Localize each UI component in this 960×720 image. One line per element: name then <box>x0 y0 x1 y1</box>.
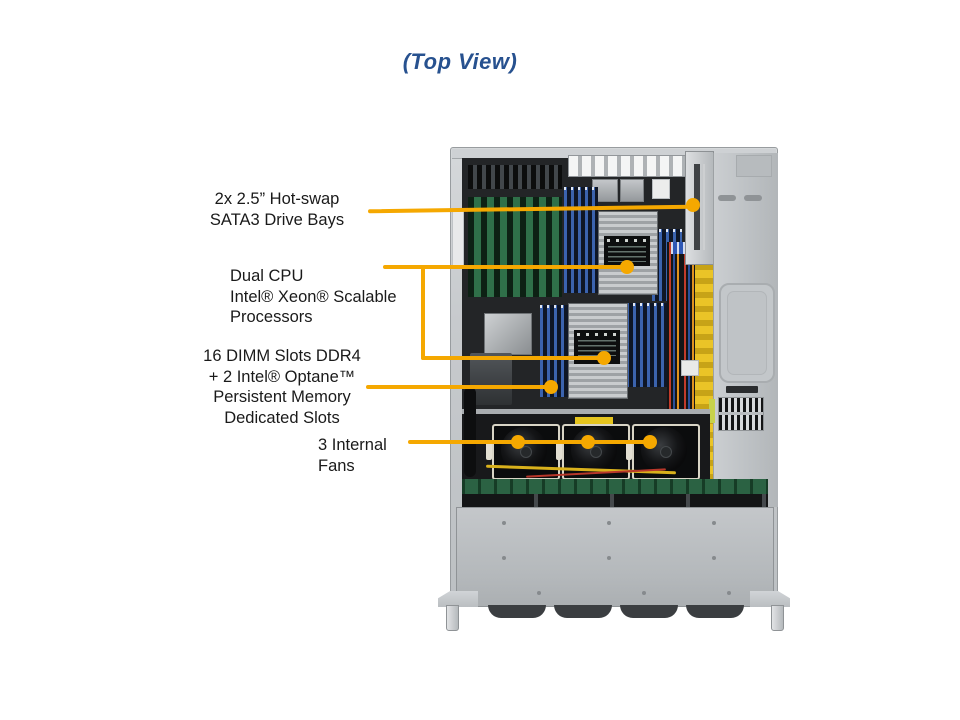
label-line: Intel® Xeon® Scalable <box>230 287 397 306</box>
callout-line-dimm <box>366 385 546 389</box>
label-dual-cpu: Dual CPU Intel® Xeon® Scalable Processor… <box>230 266 420 328</box>
drive-backplane <box>462 479 768 494</box>
psu-badge <box>726 386 758 393</box>
power-plug <box>681 360 699 376</box>
callout-line-cpu1 <box>383 265 623 269</box>
chipset-heatsink <box>484 313 532 355</box>
bay-bump-2 <box>554 605 612 618</box>
panel-recess <box>719 283 775 383</box>
chassis-post-left <box>446 605 459 631</box>
left-cable <box>464 387 476 477</box>
onboard-module <box>470 353 512 405</box>
label-internal-fans: 3 Internal Fans <box>318 435 428 476</box>
label-line: 2x 2.5” Hot-swap <box>214 190 340 208</box>
chassis-post-right <box>771 605 784 631</box>
callout-dot-dimm <box>544 380 558 394</box>
cover-screws <box>502 521 506 525</box>
label-line: 3 Internal <box>318 436 387 454</box>
drive-bay-cover <box>456 507 774 607</box>
fan-handle-3 <box>626 440 632 460</box>
fan-3 <box>632 424 700 479</box>
label-line: 16 DIMM Slots DDR4 <box>203 347 361 365</box>
fan-handle-1 <box>486 440 492 460</box>
callout-line-fans <box>408 440 653 444</box>
fan-handle-2 <box>556 440 562 460</box>
bay-bump-3 <box>620 605 678 618</box>
psu-tag <box>709 399 715 423</box>
bay-bump-4 <box>686 605 744 618</box>
right-side-panel <box>709 153 778 507</box>
psu-vents <box>718 397 764 431</box>
fan-1 <box>492 424 560 479</box>
motherboard <box>466 177 692 409</box>
bay-bump-1 <box>488 605 546 618</box>
rear-io-comb <box>568 155 690 177</box>
callout-branch-cpu <box>421 265 425 360</box>
callout-dot-fan3 <box>643 435 657 449</box>
panel-patch <box>736 155 772 177</box>
fan-bay-sticker <box>575 417 613 425</box>
io-connector <box>652 179 670 199</box>
panel-slot-1 <box>718 195 736 201</box>
callout-dot-cpu2 <box>597 351 611 365</box>
cpu-heatsink-1 <box>598 211 658 295</box>
label-line: Fans <box>318 456 355 475</box>
callout-dot-fan2 <box>581 435 595 449</box>
dimm-bank-1 <box>564 187 598 293</box>
network-port-2 <box>620 179 644 202</box>
chassis-foot-left <box>438 591 478 607</box>
cpu-heatsink-2 <box>568 303 628 399</box>
expansion-slots <box>468 197 562 297</box>
fan-bracket-rail <box>462 409 710 414</box>
label-line: + 2 Intel® Optane™ <box>208 367 356 386</box>
chassis-foot-right <box>750 591 790 607</box>
label-line: SATA3 Drive Bays <box>209 210 345 229</box>
server-chassis <box>438 147 790 631</box>
dimm-bank-4 <box>626 303 668 387</box>
rear-fin-wall <box>468 165 562 189</box>
callout-dot-cpu1 <box>620 260 634 274</box>
label-line: Dual CPU <box>230 267 304 285</box>
callout-dot-fan1 <box>511 435 525 449</box>
label-line: Persistent Memory <box>213 388 351 406</box>
drive-bay-row <box>462 494 768 507</box>
label-drive-bays: 2x 2.5” Hot-swap SATA3 Drive Bays <box>167 189 387 230</box>
panel-slot-2 <box>744 195 762 201</box>
figure-title: (Top View) <box>402 49 518 74</box>
label-dimm-slots: 16 DIMM Slots DDR4 + 2 Intel® Optane™ Pe… <box>172 346 392 428</box>
callout-line-cpu2 <box>421 356 601 360</box>
side-wall-clip <box>452 211 464 269</box>
callout-dot-drive-bays <box>686 198 700 212</box>
label-line: Processors <box>230 308 313 326</box>
label-line: Dedicated Slots <box>224 408 340 427</box>
